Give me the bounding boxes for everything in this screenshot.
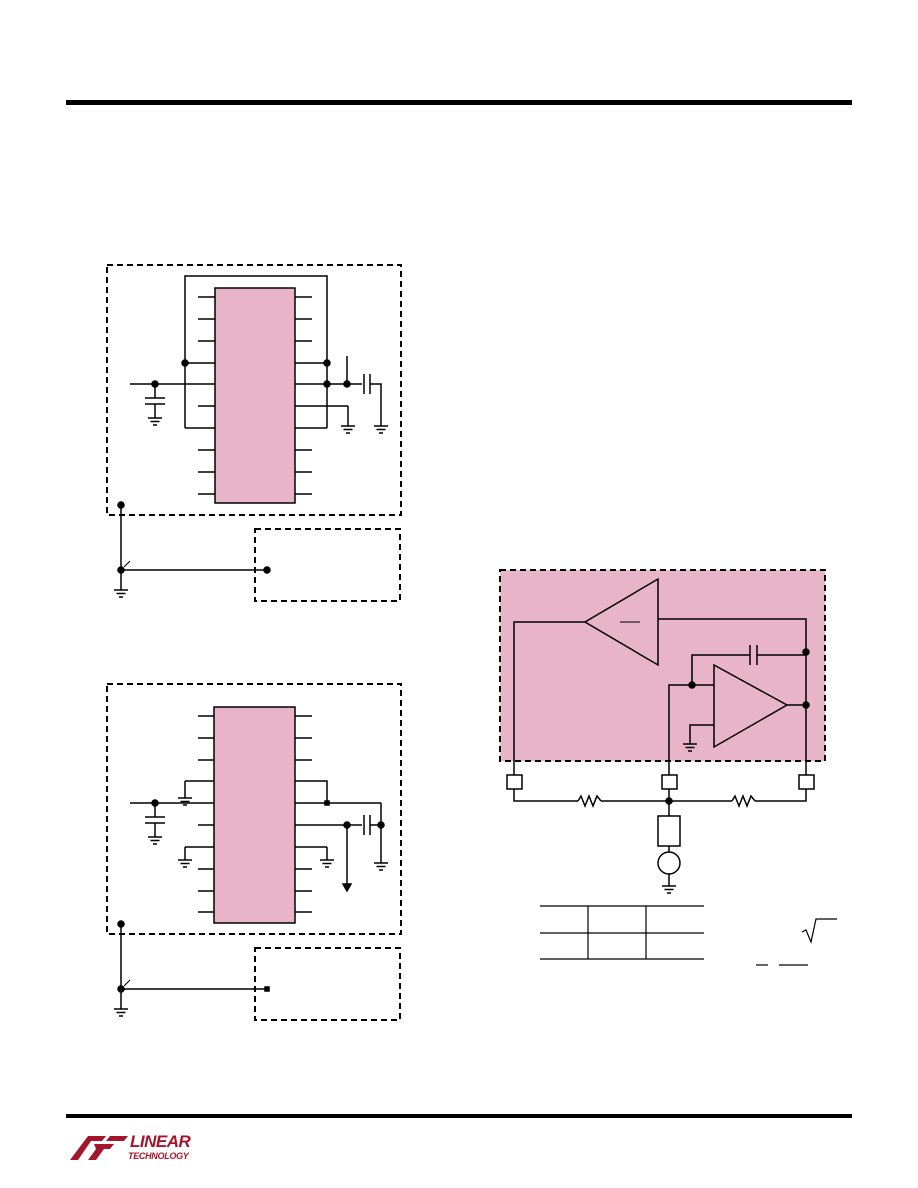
right-schematic xyxy=(499,569,826,894)
ic-chip xyxy=(214,287,296,504)
comparator-icon xyxy=(713,663,789,749)
top-left-schematic xyxy=(106,264,402,602)
pink-block xyxy=(499,569,826,762)
brand-subname: TECHNOLOGY xyxy=(128,1151,189,1161)
source-icon xyxy=(657,851,681,875)
table-lines xyxy=(540,905,704,960)
dashed-subbox xyxy=(254,947,401,1021)
ic-chip xyxy=(213,706,296,924)
dashed-boundary xyxy=(106,683,402,935)
bottom-left-schematic xyxy=(106,683,402,1021)
linear-technology-logo xyxy=(70,1136,128,1160)
resistor-icon xyxy=(731,793,756,809)
brand-name: LINEAR xyxy=(130,1132,191,1151)
header-rule xyxy=(66,100,852,105)
equation-fragments xyxy=(756,918,837,966)
dashed-boundary xyxy=(106,264,402,516)
resistor-icon xyxy=(577,793,602,809)
dashed-subbox xyxy=(254,528,401,602)
footer-rule xyxy=(66,1114,852,1118)
